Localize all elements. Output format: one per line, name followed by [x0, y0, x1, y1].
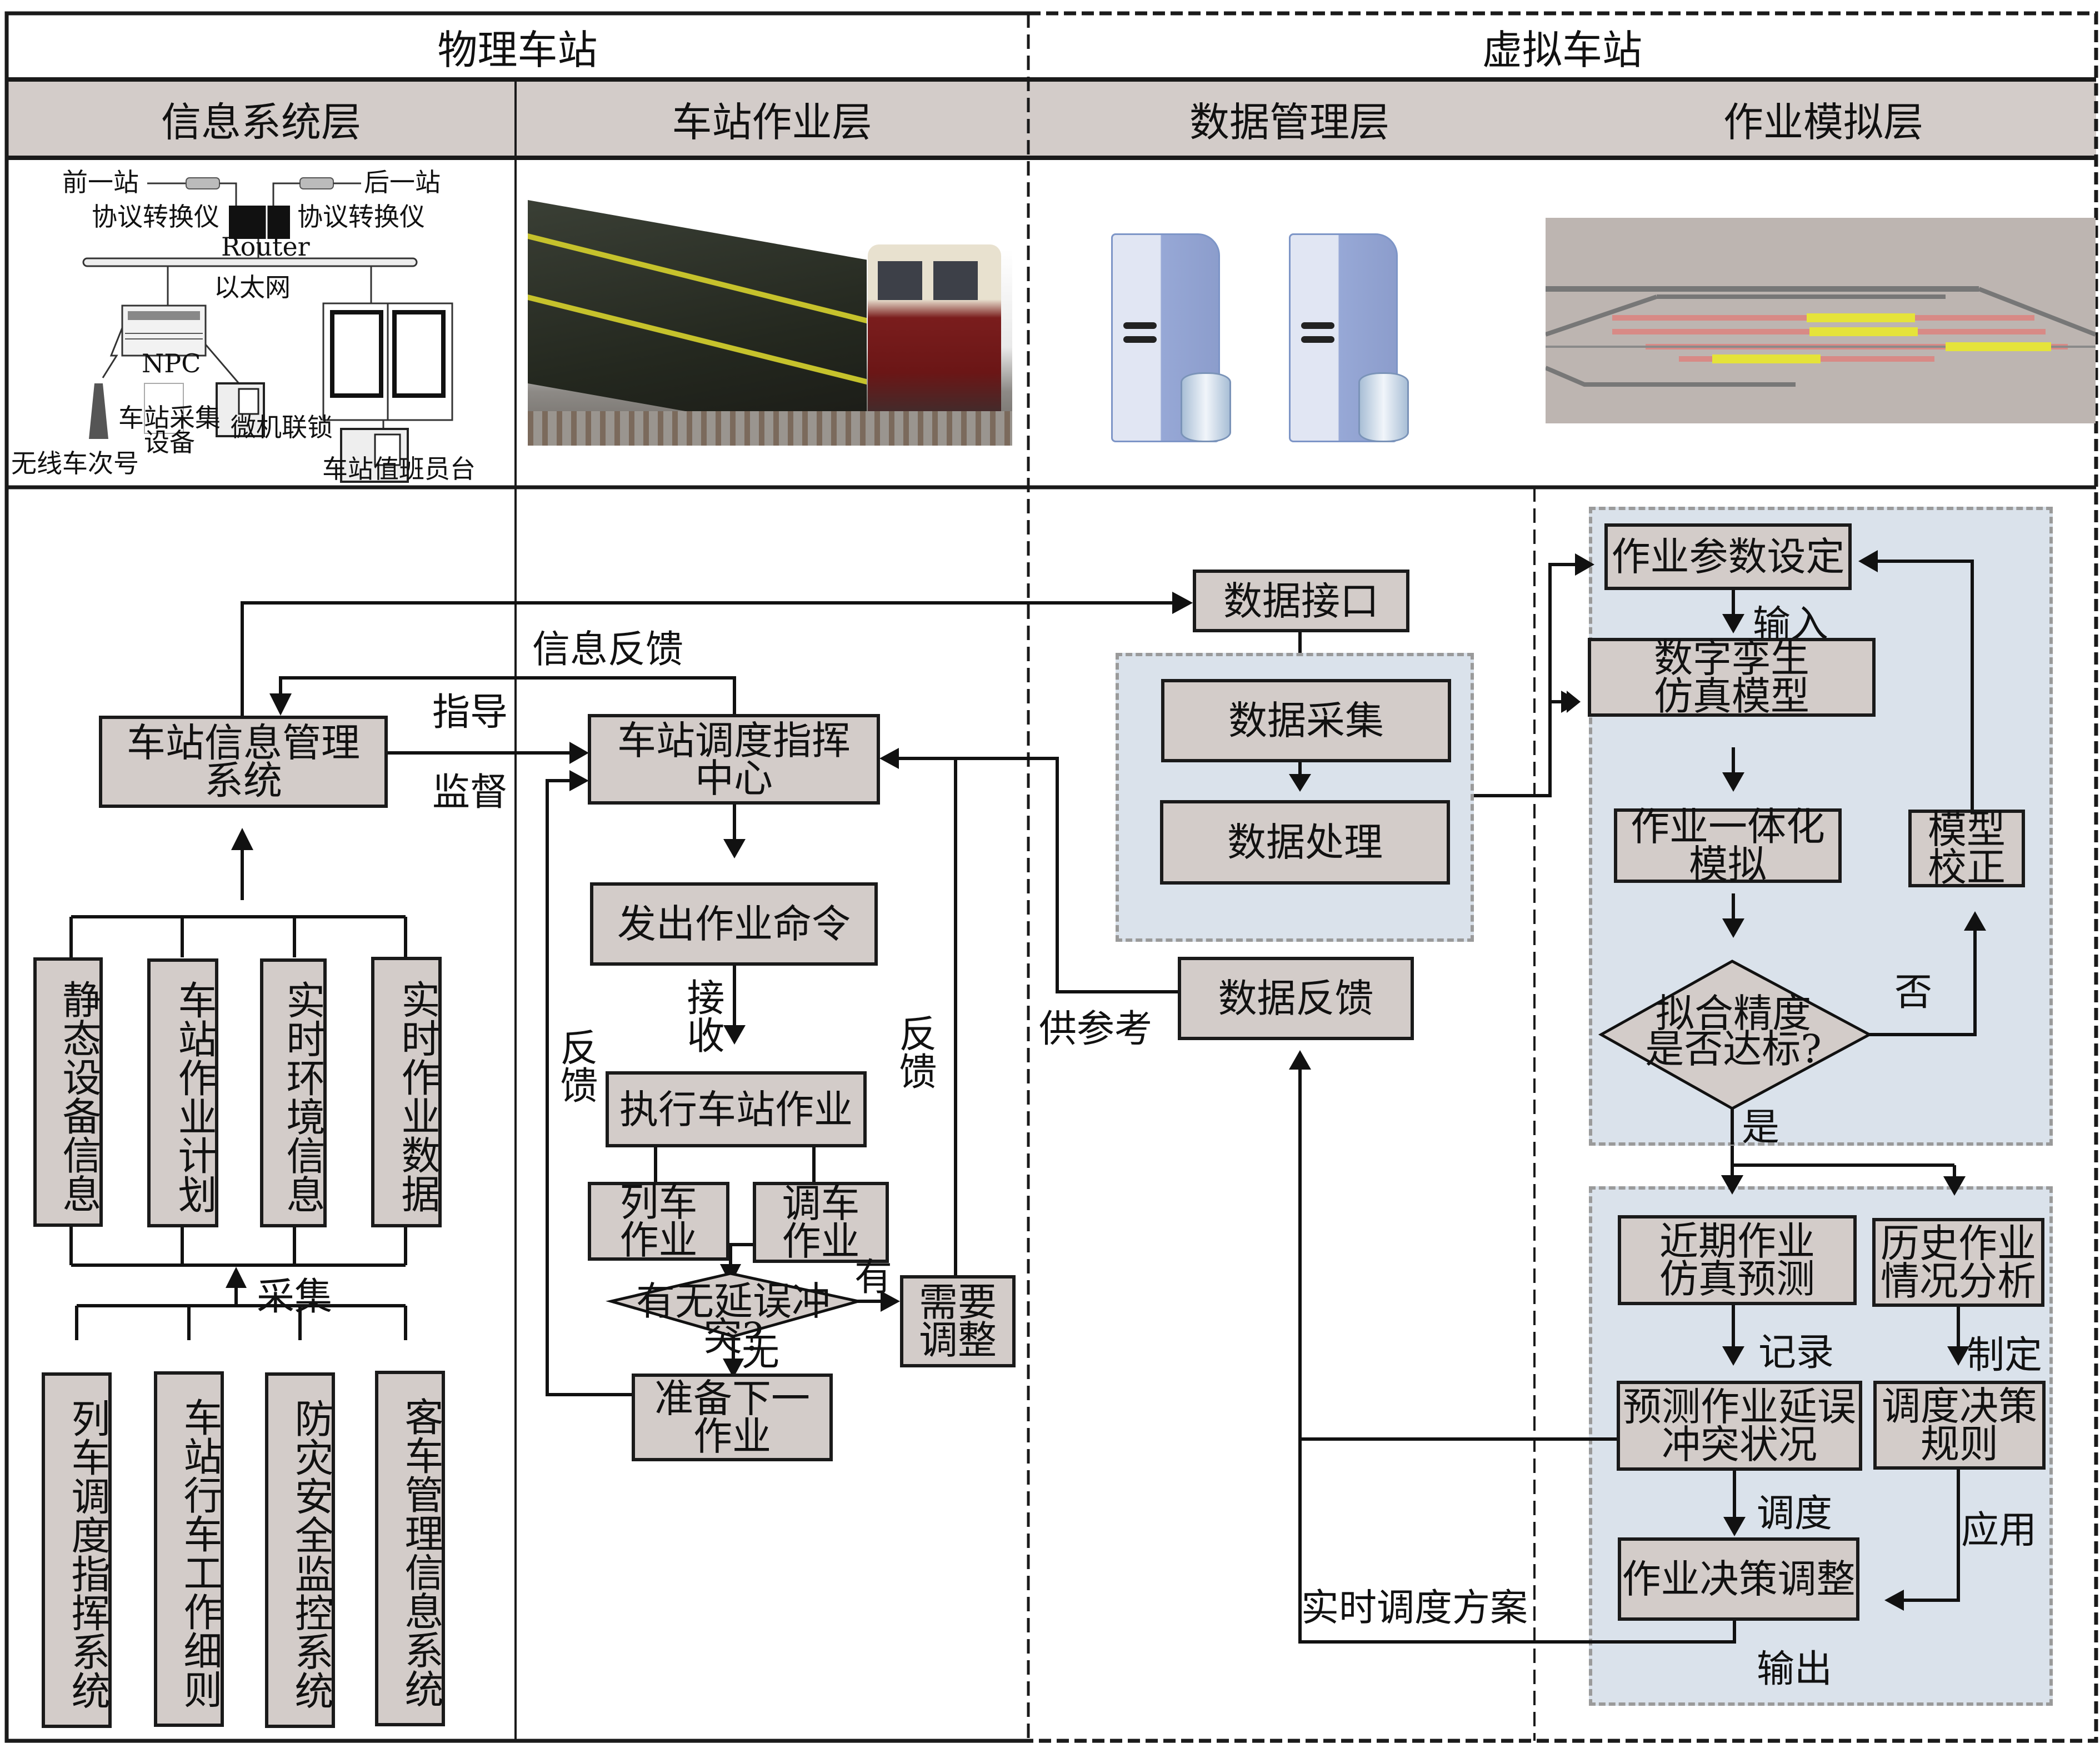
collection-device-label: 车站采集设备	[118, 403, 221, 457]
data-processing-box[interactable]: 数据处理	[1160, 800, 1450, 885]
need-adjust-box[interactable]: 需要调整	[900, 1275, 1016, 1367]
source-station-rules[interactable]: 车站行车工作细则	[154, 1371, 224, 1727]
ethernet-label: 以太网	[214, 272, 291, 302]
recent-prediction-box[interactable]: 近期作业仿真预测	[1618, 1215, 1857, 1305]
output-label: 输出	[1757, 1647, 1833, 1691]
track-simulation-view	[1546, 218, 2096, 423]
collection-device-icon	[144, 383, 184, 434]
predicted-conflict-box[interactable]: 预测作业延误冲突状况	[1617, 1381, 1862, 1471]
info-type-realtime-environment[interactable]: 实时环境信息	[260, 958, 327, 1227]
formulate-label: 制定	[1967, 1334, 2043, 1377]
decision-adjust-box[interactable]: 作业决策调整	[1618, 1537, 1859, 1621]
source-disaster-monitoring[interactable]: 防灾安全监控系统	[265, 1372, 335, 1728]
data-collection-box[interactable]: 数据采集	[1161, 679, 1451, 762]
realtime-plan-label: 实时调度方案	[1301, 1586, 1528, 1630]
conflict-no-label: 无	[742, 1331, 780, 1375]
accuracy-decision-diamond	[1598, 960, 1873, 1110]
info-system-network-diagram: 前一站 后一站 协议转换仪 协议转换仪 Router 以太网 NPC 车站采集设…	[11, 161, 511, 483]
accuracy-question-text: 拟合精度是否达标?	[1645, 991, 1822, 1072]
protocol-converter-left-label: 协议转换仪	[92, 202, 219, 232]
history-analysis-box[interactable]: 历史作业情况分析	[1872, 1218, 2044, 1307]
physical-station-header: 物理车站	[437, 27, 598, 73]
database-icon	[1181, 372, 1231, 442]
dispatch-label: 调度	[1757, 1492, 1833, 1536]
model-calibration-box[interactable]: 模型校正	[1908, 810, 2025, 887]
receive-label: 接收	[680, 978, 724, 1053]
source-train-dispatch-system[interactable]: 列车调度指挥系统	[42, 1372, 112, 1728]
source-passenger-car-system[interactable]: 客车管理信息系统	[375, 1371, 445, 1726]
dispatch-rules-box[interactable]: 调度决策规则	[1873, 1381, 2046, 1470]
input-label: 输入	[1753, 603, 1829, 647]
for-reference-label: 供参考	[1039, 1007, 1153, 1051]
servers-illustration	[1089, 217, 1478, 450]
router-icon	[229, 206, 290, 239]
layer-header-operation-simulation: 作业模拟层	[1723, 99, 1923, 146]
feedback-left-label: 反馈	[553, 1028, 597, 1103]
layer-header-info-system: 信息系统层	[161, 99, 361, 146]
mgmt-to-data-interface-line	[241, 601, 1181, 717]
record-label: 记录	[1758, 1331, 1834, 1375]
accuracy-no-label: 否	[1894, 971, 1933, 1015]
router-label: Router	[221, 232, 310, 262]
feedback-right-label: 反馈	[892, 1014, 936, 1090]
execute-operation-box[interactable]: 执行车站作业	[606, 1071, 867, 1147]
station-dispatch-center[interactable]: 车站调度指挥中心	[588, 714, 880, 805]
antenna-icon	[89, 383, 108, 439]
virtual-station-header: 虚拟车站	[1482, 27, 1642, 73]
digital-twin-model-box[interactable]: 数字孪生仿真模型	[1588, 638, 1876, 717]
npc-label: NPC	[142, 348, 201, 378]
info-feedback-line	[279, 676, 736, 714]
layer-header-station-operation: 车站作业层	[672, 99, 872, 146]
ethernet-bus-icon	[82, 257, 418, 267]
conflict-yes-label: 有	[854, 1256, 893, 1300]
shunting-operation-box[interactable]: 调车作业	[753, 1182, 889, 1263]
database-icon	[1358, 372, 1409, 442]
train-operation-box[interactable]: 列车作业	[588, 1182, 729, 1261]
interlocking-label: 微机联锁	[231, 412, 333, 442]
collect-label: 采集	[257, 1275, 333, 1319]
supervise-label: 监督	[432, 771, 508, 815]
guide-label: 指导	[432, 691, 508, 735]
wireless-train-number-label: 无线车次号	[11, 448, 139, 478]
apply-label: 应用	[1961, 1509, 2037, 1552]
protocol-converter-right-label: 协议转换仪	[297, 202, 425, 232]
info-feedback-label: 信息反馈	[532, 628, 684, 672]
train-photo	[528, 200, 1012, 446]
param-setting-box[interactable]: 作业参数设定	[1604, 523, 1852, 590]
integrated-simulation-box[interactable]: 作业一体化模拟	[1614, 807, 1842, 884]
info-type-static-equipment[interactable]: 静态设备信息	[33, 957, 103, 1227]
prev-station-label: 前一站	[62, 167, 139, 197]
prepare-next-box[interactable]: 准备下一作业	[632, 1374, 833, 1461]
data-feedback-box[interactable]: 数据反馈	[1178, 957, 1414, 1040]
station-info-management-system[interactable]: 车站信息管理系统	[99, 716, 388, 808]
conflict-question-text: 有无延误冲突?	[636, 1278, 831, 1360]
accuracy-yes-label: 是	[1742, 1106, 1780, 1150]
duty-console-label: 车站值班员台	[322, 454, 476, 484]
next-station-label: 后一站	[364, 167, 441, 197]
info-type-realtime-operation[interactable]: 实时作业数据	[371, 957, 442, 1227]
data-interface-box[interactable]: 数据接口	[1193, 570, 1409, 632]
layer-header-data-management: 数据管理层	[1189, 99, 1389, 146]
issue-command-box[interactable]: 发出作业命令	[590, 882, 878, 966]
info-type-station-plan[interactable]: 车站作业计划	[147, 958, 218, 1227]
conflict-decision-diamond	[606, 1272, 859, 1338]
